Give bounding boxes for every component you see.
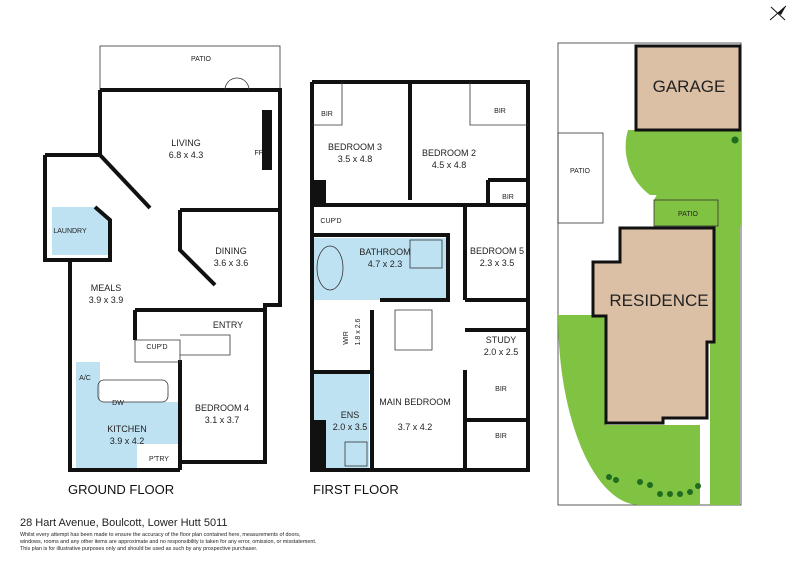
room-label-pantry: P'TRY — [149, 456, 169, 463]
room-label-bir-5: BIR — [495, 433, 507, 440]
room-label-entry: ENTRY — [213, 320, 243, 330]
room-label-patio: PATIO — [191, 56, 212, 63]
patio-label-2: PATIO — [678, 211, 699, 218]
first-floor-title: FIRST FLOOR — [313, 482, 399, 497]
room-label-ac: A/C — [79, 375, 91, 382]
room-label-study: STUDY — [486, 335, 517, 345]
room-label-bir-1: BIR — [321, 111, 333, 118]
room-size-bathroom: 4.7 x 2.3 — [368, 259, 403, 269]
room-size-kitchen: 3.9 x 4.2 — [110, 436, 145, 446]
room-size-main-bedroom: 3.7 x 4.2 — [398, 422, 433, 432]
room-label-main-bedroom: MAIN BEDROOM — [379, 397, 451, 407]
room-size-bedroom-3: 3.5 x 4.8 — [338, 154, 373, 164]
site-plan: GARAGE RESIDENCE PATIO PATIO — [557, 42, 742, 506]
room-label-fp: FP — [255, 150, 264, 157]
room-label-wir: WIR — [343, 331, 350, 345]
ground-floor-plan: PATIO LIVING 6.8 x 4.3 FP LAUNDRY DINING… — [43, 45, 282, 497]
room-label-bedroom-2: BEDROOM 2 — [422, 148, 476, 158]
room-label-ens: ENS — [341, 410, 360, 420]
room-label-bir-4: BIR — [495, 386, 507, 393]
room-label-bir-2: BIR — [494, 108, 506, 115]
room-label-dining: DINING — [215, 246, 247, 256]
room-label-bir-3: BIR — [502, 194, 514, 201]
room-label-bathroom: BATHROOM — [359, 247, 410, 257]
disclaimer-line: This plan is for illustrative purposes o… — [20, 546, 258, 552]
property-address: 28 Hart Avenue, Boulcott, Lower Hutt 501… — [20, 517, 228, 529]
room-label-dw: DW — [112, 400, 124, 407]
first-floor-plan: BIR BEDROOM 3 3.5 x 4.8 BEDROOM 2 4.5 x … — [310, 80, 530, 497]
room-label-bedroom-3: BEDROOM 3 — [328, 142, 382, 152]
room-label-cupd-first: CUP'D — [320, 218, 341, 225]
room-size-dining: 3.6 x 3.6 — [214, 258, 249, 268]
room-label-bedroom-4: BEDROOM 4 — [195, 403, 249, 413]
room-size-bedroom-5: 2.3 x 3.5 — [480, 258, 515, 268]
garage-label: GARAGE — [653, 77, 726, 96]
disclaimer-line: Whilst every attempt has been made to en… — [20, 532, 301, 538]
room-label-bedroom-5: BEDROOM 5 — [470, 246, 524, 256]
residence-label: RESIDENCE — [609, 291, 708, 310]
disclaimer: Whilst every attempt has been made to en… — [20, 532, 360, 553]
room-size-study: 2.0 x 2.5 — [484, 347, 519, 357]
ground-floor-title: GROUND FLOOR — [68, 482, 174, 497]
room-label-kitchen: KITCHEN — [107, 424, 147, 434]
disclaimer-line: windows, rooms and any other items are a… — [20, 539, 317, 545]
room-label-cupd: CUP'D — [146, 344, 167, 351]
patio-label-1: PATIO — [570, 168, 591, 175]
room-label-living: LIVING — [171, 138, 201, 148]
room-size-meals: 3.9 x 3.9 — [89, 295, 124, 305]
room-label-laundry: LAUNDRY — [53, 228, 87, 235]
room-size-wir: 1.8 x 2.6 — [355, 318, 362, 345]
compass-icon — [769, 5, 787, 21]
room-size-ens: 2.0 x 3.5 — [333, 422, 368, 432]
room-size-bedroom-4: 3.1 x 3.7 — [205, 415, 240, 425]
room-size-bedroom-2: 4.5 x 4.8 — [432, 160, 467, 170]
room-label-meals: MEALS — [91, 283, 122, 293]
room-size-living: 6.8 x 4.3 — [169, 150, 204, 160]
